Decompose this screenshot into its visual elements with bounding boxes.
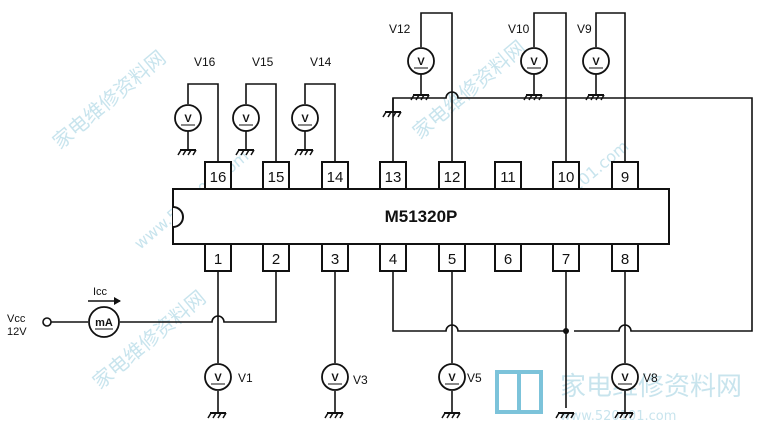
voltmeter-v12: V V12 (389, 22, 435, 75)
pin-10: 10 (558, 169, 575, 186)
meter-label-v1: V1 (238, 371, 253, 385)
voltmeter-symbol: V (184, 113, 192, 125)
meter-label-v14: V14 (310, 55, 332, 69)
pin-2: 2 (272, 251, 280, 268)
meter-label-v15: V15 (252, 55, 274, 69)
voltmeter-v9: V V9 (577, 22, 610, 75)
voltmeter-v3: V V3 (321, 363, 368, 391)
meter-label-v16: V16 (194, 55, 216, 69)
voltmeter-v5: V V5 (438, 363, 482, 391)
meter-label-v9: V9 (577, 22, 592, 36)
voltmeter-symbol: V (331, 372, 339, 384)
meter-label-v8: V8 (643, 371, 658, 385)
voltmeter-symbol: V (301, 113, 309, 125)
pin-11: 11 (500, 169, 516, 186)
ammeter-symbol: mA (95, 317, 113, 329)
pin-7: 7 (562, 251, 570, 268)
meter-label-v12: V12 (389, 22, 411, 36)
junction-dot (563, 328, 569, 334)
voltmeter-v14: V V14 (291, 55, 332, 132)
pin-16: 16 (210, 169, 227, 186)
pin-4: 4 (389, 251, 397, 268)
watermark-text: 家电维修资料网 (88, 285, 211, 393)
current-arrow: Icc (88, 286, 121, 305)
pin-14: 14 (327, 169, 344, 186)
vcc-label: Vcc (7, 313, 26, 325)
pin-3: 3 (331, 251, 339, 268)
pin-15: 15 (268, 169, 285, 186)
supply-input: Vcc 12V (7, 313, 52, 338)
supply-terminal (42, 317, 52, 327)
chip-name: M51320P (385, 207, 458, 226)
voltmeter-symbol: V (592, 56, 600, 68)
watermark-url: www.520101.com (560, 409, 676, 424)
voltmeter-v15: V V15 (232, 55, 274, 132)
top-pins: 16 15 14 13 12 11 10 9 (204, 161, 639, 190)
ic-package: M51320P (172, 188, 670, 245)
bottom-pins: 1 2 3 4 5 6 7 8 (204, 243, 639, 272)
icc-label: Icc (93, 286, 108, 298)
meter-label-v5: V5 (467, 371, 482, 385)
voltmeter-v16: V V16 (174, 55, 216, 132)
voltmeter-symbol: V (242, 113, 250, 125)
pin-13: 13 (385, 169, 402, 186)
voltmeter-symbol: V (214, 372, 222, 384)
pin-12: 12 (444, 169, 461, 186)
pin-6: 6 (504, 251, 512, 268)
pin-1: 1 (214, 251, 222, 268)
watermark-text: 家电维修资料网 (48, 45, 171, 153)
vcc-voltage: 12V (7, 326, 27, 338)
pin-8: 8 (621, 251, 629, 268)
pin-9: 9 (621, 169, 629, 186)
pin-5: 5 (448, 251, 456, 268)
voltmeter-v8: V V8 (611, 363, 658, 391)
voltmeter-symbol: V (530, 56, 538, 68)
meter-label-v10: V10 (508, 22, 530, 36)
voltmeter-symbol: V (448, 372, 456, 384)
watermark-text: 家电维修资料网 (560, 372, 742, 402)
ic-notch (172, 206, 184, 228)
wiring (51, 12, 753, 413)
voltmeter-v1: V V1 (204, 363, 253, 391)
watermark-book-icon (495, 370, 543, 414)
meter-label-v3: V3 (353, 373, 368, 387)
voltmeter-symbol: V (621, 372, 629, 384)
voltmeter-symbol: V (417, 56, 425, 68)
ammeter: mA (88, 306, 120, 338)
voltmeter-v10: V V10 (508, 22, 548, 75)
ic-body (172, 188, 670, 245)
